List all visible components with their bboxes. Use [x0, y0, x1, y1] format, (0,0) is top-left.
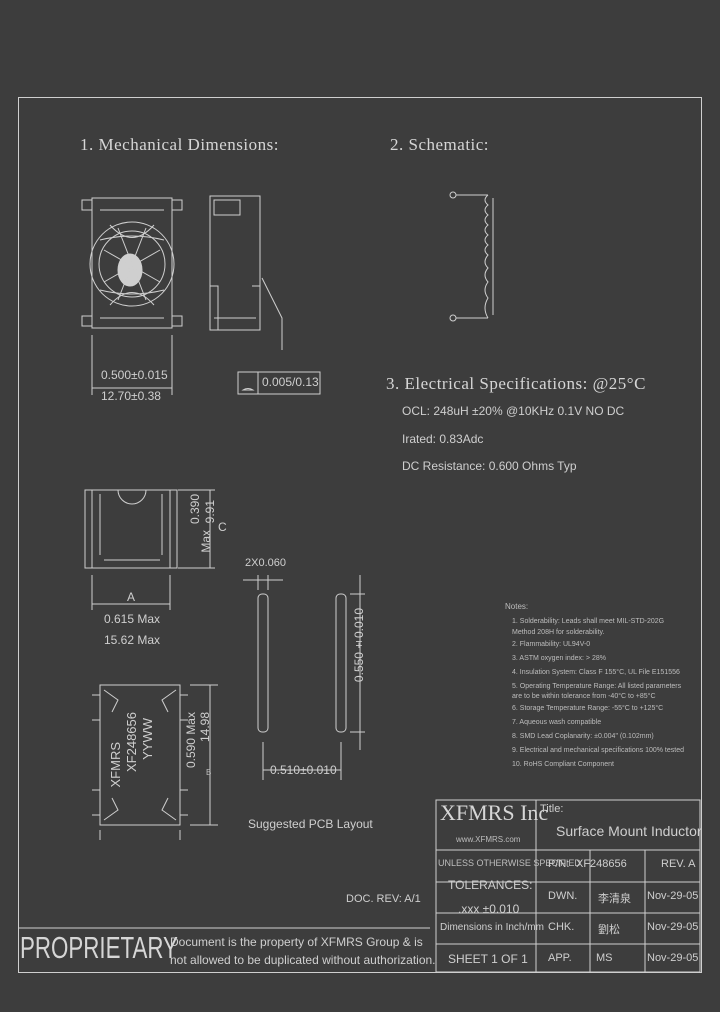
schematic-heading: 2. Schematic: [390, 135, 490, 154]
sheet-number: SHEET 1 OF 1 [448, 952, 528, 966]
doc-revision: DOC. REV: A/1 [346, 893, 421, 905]
dc-resistance-spec: DC Resistance: 0.600 Ohms Typ [402, 459, 577, 473]
note-item: are to be within tolerance from -40°C to… [512, 693, 656, 700]
pn-value: XF248656 [576, 858, 627, 870]
height-inch-dimension: 0.390 [188, 494, 202, 525]
note-item: 8. SMD Lead Coplanarity: ±0.004" (0.102m… [512, 733, 654, 740]
title-value: Surface Mount Inductor [556, 823, 702, 839]
dimensions-units: Dimensions in Inch/mm [440, 922, 544, 933]
unless-otherwise-specified: UNLESS OTHERWISE SPECIFIED [438, 858, 581, 868]
height-mm-dimension: 9.91 [203, 500, 217, 524]
company-website: www.XFMRS.com [456, 835, 521, 844]
note-item: 6. Storage Temperature Range: -55°C to +… [512, 705, 664, 712]
schematic-lines [449, 191, 494, 322]
note-item: 10. RoHS Compliant Component [512, 761, 614, 768]
note-item: 9. Electrical and mechanical specificati… [512, 747, 684, 754]
pad-width-dimension: 2X0.060 [245, 557, 286, 569]
title-block-lines [18, 799, 701, 973]
notes-list: 1. Solderability: Leads shall meet MIL-S… [512, 618, 684, 773]
proprietary-label: PROPRIETARY [20, 930, 178, 965]
length-inch-dimension: 0.615 Max [104, 612, 161, 626]
proprietary-notice-line-2: not allowed to be duplicated without aut… [170, 953, 436, 967]
note-item: 3. ASTM oxygen index: > 28% [512, 654, 606, 662]
dimension-a-label: A [127, 590, 136, 604]
side-view-outline [209, 195, 283, 350]
drawn-date: Nov-29-05 [647, 890, 699, 902]
width-inch-dimension: 0.500±0.015 [101, 368, 168, 382]
top-view-outline [81, 197, 183, 329]
height-max-label: Max [199, 530, 213, 553]
pad-length-dimension: 0.550±0.010 [352, 608, 366, 683]
revision: REV. A [661, 858, 696, 870]
pcb-layout-caption: Suggested PCB Layout [248, 817, 373, 831]
ocl-spec: OCL: 248uH ±20% @10KHz 0.1V NO DC [402, 404, 625, 418]
front-view-outline [84, 489, 215, 610]
checked-label: CHK. [548, 921, 575, 933]
approved-label: APP. [548, 952, 572, 964]
tolerance-value: .xxx ±0.010 [458, 902, 520, 916]
tolerances-label: TOLERANCES: [448, 878, 533, 892]
flatness-tolerance: 0.005/0.13 [262, 375, 319, 389]
note-item: 7. Aqueous wash compatible [512, 719, 602, 726]
approved-date: Nov-29-05 [647, 952, 699, 964]
note-item: 2. Flammability: UL94V-0 [512, 640, 591, 648]
dimension-c-label: C [218, 520, 227, 534]
electrical-specifications-heading: 3. Electrical Specifications: @25°C [386, 374, 646, 393]
marking-part-number: XF248656 [124, 712, 139, 772]
marking-brand: XFMRS [108, 742, 123, 788]
proprietary-notice-line-1: Document is the property of XFMRS Group … [170, 935, 423, 949]
note-item: 5. Operating Temperature Range: All list… [512, 682, 682, 690]
length-mm-dimension: 15.62 Max [104, 633, 161, 647]
note-item: 4. Insulation System: Class F 155°C, UL … [512, 668, 680, 676]
width-mm-dimension: 12.70±0.38 [101, 389, 161, 403]
drawn-by: 李清泉 [598, 893, 631, 905]
drawn-label: DWN. [548, 890, 578, 902]
pn-label: P/N: [548, 858, 570, 870]
notes-title: Notes: [505, 602, 529, 611]
marking-view-outline [92, 684, 218, 840]
mechanical-dimensions-heading: 1. Mechanical Dimensions: [80, 135, 279, 154]
irated-spec: Irated: 0.83Adc [402, 432, 484, 446]
marking-date-code: YYWW [140, 718, 155, 760]
checked-date: Nov-29-05 [647, 921, 699, 933]
side-mm-dimension: 14.98 [198, 712, 212, 743]
pad-spacing-dimension: 0.510±0.010 [270, 763, 337, 777]
checked-by: 劉松 [598, 924, 620, 936]
title-label: Title: [540, 803, 564, 815]
side-inch-dimension: 0.590 Max [184, 712, 198, 769]
approved-by: MS [596, 952, 613, 964]
pcb-pads [243, 575, 365, 780]
note-item: 1. Solderability: Leads shall meet MIL-S… [512, 618, 665, 625]
note-item: Method 208H for solderability. [512, 628, 605, 636]
dimension-b-label: B [206, 768, 212, 777]
company-name: XFMRS Inc [440, 800, 549, 825]
drawing-sheet-border [18, 97, 702, 973]
